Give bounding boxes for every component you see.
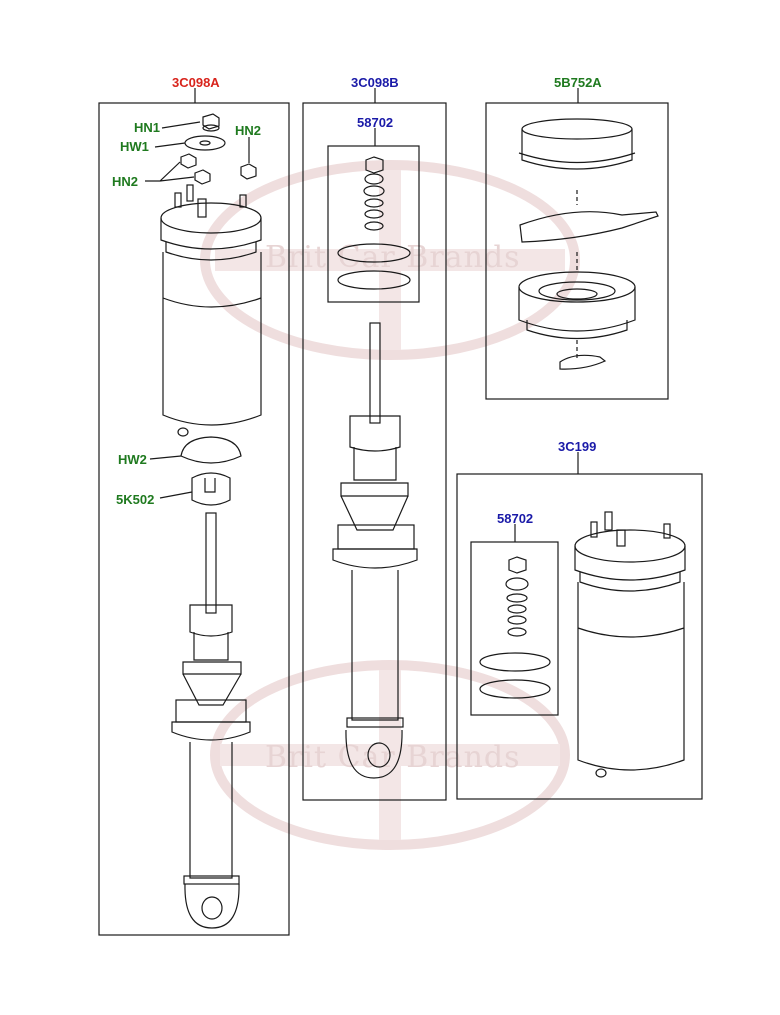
shock-rod-2: [369, 322, 381, 424]
hn2-nut-mid: [180, 153, 197, 169]
air-spring-bellows: [162, 252, 262, 426]
callout-5k502[interactable]: 5K502: [116, 492, 155, 507]
kit-code-58702-b[interactable]: 58702: [497, 511, 534, 526]
group-box-3c199: [456, 473, 703, 800]
hw2-cup: [180, 436, 242, 464]
kit-box-58702-a: [327, 145, 420, 303]
clamp-band: [519, 211, 659, 243]
group-box-5b752a: [485, 102, 669, 400]
o-ring-large-3: [479, 652, 551, 672]
group-box-3c098a: [98, 102, 290, 936]
callout-hn2-left[interactable]: HN2: [112, 174, 139, 189]
shock-body-2: [351, 570, 399, 721]
group-code-3c098a[interactable]: 3C098A: [172, 75, 220, 90]
hn1-nut: [202, 113, 220, 130]
callout-hn1[interactable]: HN1: [134, 120, 161, 135]
callout-hn2-right[interactable]: HN2: [235, 123, 262, 138]
group-code-3c199[interactable]: 3C199: [558, 439, 597, 454]
shock-eye-1: [184, 883, 240, 929]
hn2-nut-right: [240, 163, 257, 180]
watermark-text-bottom: Brit Car Brands: [265, 740, 521, 775]
o-ring-large-4: [479, 679, 551, 699]
o-ring-large-2: [337, 270, 411, 290]
dust-cover-ring: [521, 129, 633, 170]
air-spring-top-cap: [160, 202, 262, 234]
air-spring-bellows-2: [577, 582, 685, 771]
shock-body-1: [189, 742, 233, 879]
group-code-3c098b[interactable]: 3C098B: [351, 75, 399, 90]
shock-rod-1: [205, 512, 217, 614]
callout-hw1[interactable]: HW1: [120, 139, 149, 154]
group-code-5b752a[interactable]: 5B752A: [554, 75, 602, 90]
5k502-bump-stop: [191, 472, 231, 506]
air-spring-top-cap-2: [574, 529, 686, 563]
watermark-text-top: Brit Car Brands: [265, 240, 521, 275]
o-ring-large-1: [337, 243, 411, 263]
hn2-nut-left: [194, 169, 211, 185]
circlip: [559, 354, 607, 370]
kit-code-58702-a[interactable]: 58702: [357, 115, 394, 130]
callout-hw2[interactable]: HW2: [118, 452, 147, 467]
hw1-washer: [184, 135, 226, 151]
shock-eye-2: [345, 729, 403, 779]
top-mount-bearing: [518, 271, 636, 303]
